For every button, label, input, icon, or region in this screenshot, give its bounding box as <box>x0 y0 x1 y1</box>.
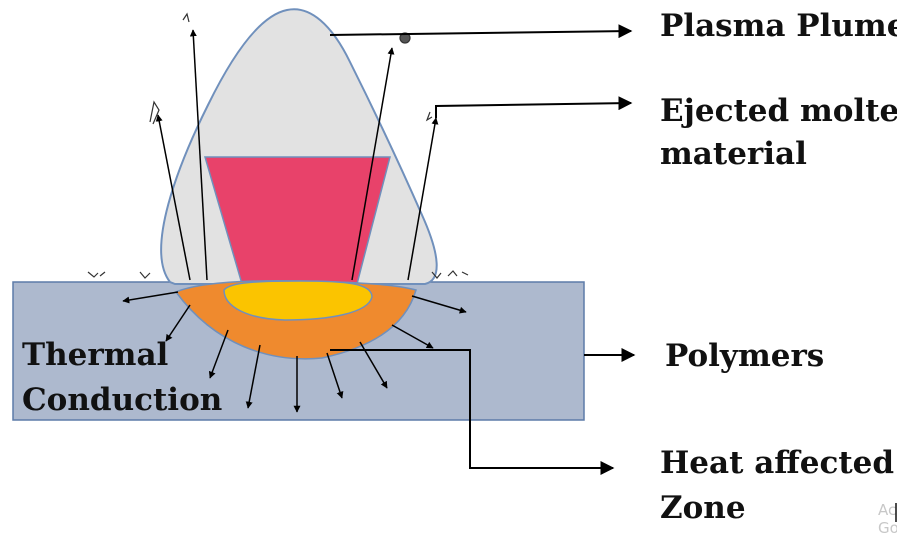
ejection-arrow <box>407 117 439 281</box>
callout-lines <box>329 24 636 475</box>
ejection-arrow <box>189 29 208 281</box>
heat-zone-leader <box>330 349 615 475</box>
ejection-arrow <box>351 47 395 281</box>
label-ejected-material: material <box>660 136 807 172</box>
ejected-material-leader <box>435 96 633 118</box>
label-conduction: Conduction <box>22 382 222 418</box>
conduction-arrow <box>122 291 179 304</box>
label-heat-affected: Heat affected <box>660 445 894 481</box>
conduction-arrow <box>165 304 191 342</box>
conduction-arrow <box>245 344 261 409</box>
watermark-line1: Ac <box>878 501 896 519</box>
conduction-arrow <box>411 295 467 314</box>
thermal-conduction-arrows <box>122 291 467 413</box>
label-zone: Zone <box>660 490 746 526</box>
plasma-plume-leader <box>329 24 633 39</box>
conduction-arrow <box>326 352 344 399</box>
ejection-arrows <box>155 29 439 281</box>
conduction-arrow <box>208 329 229 379</box>
label-plasma-plume: Plasma Plume <box>660 8 897 44</box>
melt-pool <box>223 280 373 321</box>
ejection-arrow <box>155 114 191 281</box>
conduction-arrow <box>391 324 434 349</box>
label-thermal: Thermal <box>22 337 168 373</box>
label-polymers: Polymers <box>665 338 824 374</box>
label-ejected-molten: Ejected molten <box>660 93 897 129</box>
ejected-particles <box>87 12 469 279</box>
watermark-line2: Go <box>878 519 897 536</box>
